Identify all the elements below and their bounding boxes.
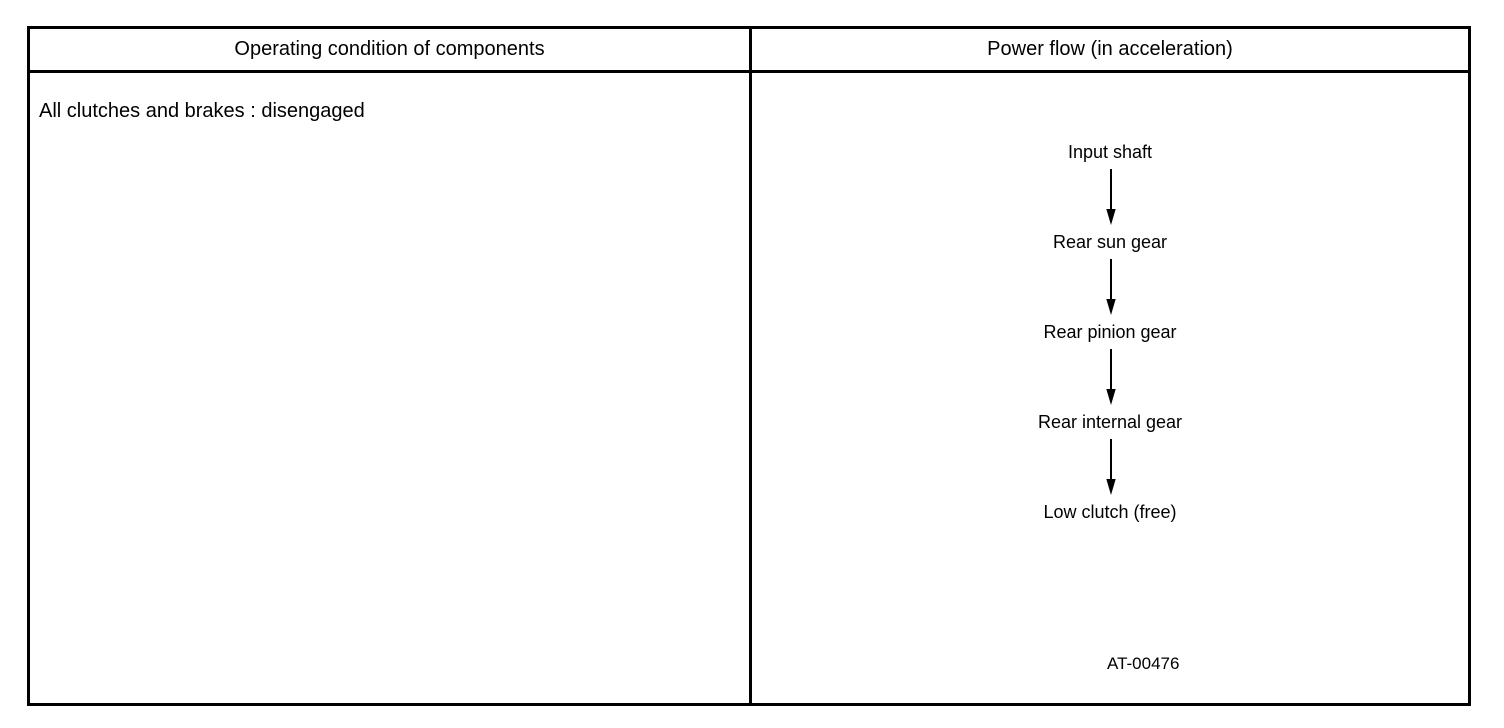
down-arrow-icon <box>1105 349 1116 405</box>
cell-power-flow: Input shaft Rear sun gear Rear pinion ge… <box>752 73 1468 703</box>
reference-code: AT-00476 <box>1107 654 1180 673</box>
flow-node-rear-pinion-gear: Rear pinion gear <box>1043 322 1177 342</box>
powerflow-table: Operating condition of components Power … <box>27 26 1471 706</box>
column-header-power-flow: Power flow (in acceleration) <box>987 38 1233 60</box>
condition-text: All clutches and brakes : disengaged <box>39 100 365 122</box>
column-header-operating-condition: Operating condition of components <box>234 38 545 60</box>
down-arrow-icon <box>1105 259 1116 315</box>
flow-node-input-shaft: Input shaft <box>1067 142 1153 162</box>
down-arrow-icon <box>1105 439 1116 495</box>
cell-operating-condition: All clutches and brakes : disengaged <box>30 73 749 703</box>
power-flow-diagram: Input shaft Rear sun gear Rear pinion ge… <box>752 73 1468 633</box>
column-divider <box>749 29 752 703</box>
flow-node-low-clutch-free: Low clutch (free) <box>1043 502 1177 522</box>
down-arrow-icon <box>1105 169 1116 225</box>
flow-node-rear-internal-gear: Rear internal gear <box>1037 412 1183 432</box>
flow-node-rear-sun-gear: Rear sun gear <box>1052 232 1168 252</box>
